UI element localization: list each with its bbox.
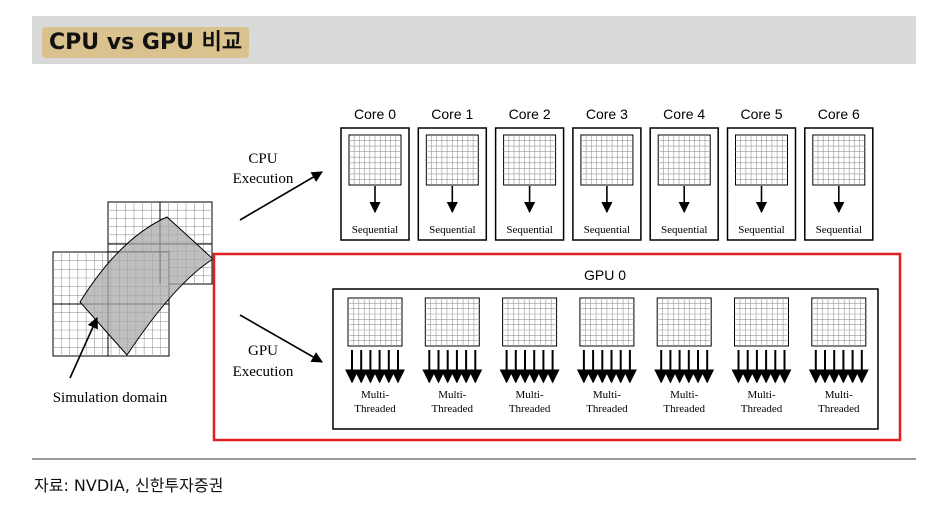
gpu-arrow xyxy=(239,314,323,363)
page-title: CPU vs GPU 비교 xyxy=(42,27,250,58)
cpu-core-4: Core 4 Sequential xyxy=(649,106,719,241)
unit-mode-line-2: Threaded xyxy=(663,403,705,415)
core-mode: Sequential xyxy=(816,224,862,236)
gpu-unit-0: Multi- Threaded xyxy=(345,297,405,415)
core-label: Core 0 xyxy=(354,106,396,122)
core-mode: Sequential xyxy=(661,224,707,236)
simulation-domain: Simulation domain xyxy=(52,201,214,406)
unit-mode-line-2: Threaded xyxy=(741,403,783,415)
cpu-core-3: Core 3 Sequential xyxy=(572,106,642,241)
gpu-unit-1: Multi- Threaded xyxy=(422,297,483,415)
core-label: Core 5 xyxy=(740,106,782,122)
core-mode: Sequential xyxy=(352,224,398,236)
unit-mode-line-1: Multi- xyxy=(516,389,544,401)
core-label: Core 4 xyxy=(663,106,705,122)
gpu-grid xyxy=(579,297,635,347)
domain-label: Simulation domain xyxy=(53,390,168,406)
core-grid xyxy=(657,134,711,186)
unit-mode-line-1: Multi- xyxy=(747,389,775,401)
core-grid xyxy=(812,134,866,186)
unit-mode-line-1: Multi- xyxy=(593,389,621,401)
cpu-core-5: Core 5 Sequential xyxy=(726,106,797,241)
core-mode: Sequential xyxy=(584,224,630,236)
gpu-grid xyxy=(347,297,403,347)
gpu-unit-5: Multi- Threaded xyxy=(731,297,792,415)
core-grid xyxy=(735,134,788,186)
footer-divider xyxy=(32,458,916,460)
gpu-units: Multi- Threaded Multi- Threaded Multi- Thread… xyxy=(345,297,869,415)
core-grid xyxy=(580,134,634,186)
gpu-highlight-frame xyxy=(212,252,902,442)
core-grid xyxy=(503,134,557,186)
cpu-arrow xyxy=(239,171,323,221)
cpu-cores: Core 0 Sequential Core 1 Sequential Core 2 Se… xyxy=(340,106,874,241)
gpu-grid xyxy=(811,297,867,347)
cpu-execution-line-2: Execution xyxy=(233,171,294,187)
unit-mode-line-2: Threaded xyxy=(818,403,860,415)
core-mode: Sequential xyxy=(429,224,475,236)
core-label: Core 2 xyxy=(509,106,551,122)
cpu-execution-line-1: CPU xyxy=(248,151,277,167)
core-grid xyxy=(348,134,402,186)
cpu-core-1: Core 1 Sequential xyxy=(417,106,488,241)
unit-mode-line-2: Threaded xyxy=(586,403,628,415)
cpu-core-2: Core 2 Sequential xyxy=(494,106,565,241)
unit-mode-line-1: Multi- xyxy=(438,389,466,401)
gpu-execution-line-2: Execution xyxy=(233,364,294,380)
cpu-core-6: Core 6 Sequential xyxy=(804,106,874,241)
core-label: Core 3 xyxy=(586,106,628,122)
domain-arrow xyxy=(69,316,98,379)
gpu-unit-6: Multi- Threaded xyxy=(808,297,869,415)
gpu-grid xyxy=(734,297,789,347)
cpu-execution: CPU Execution xyxy=(233,151,323,221)
gpu-grid xyxy=(656,297,712,347)
core-mode: Sequential xyxy=(506,224,552,236)
source-note: 자료: NVDIA, 신한투자증권 xyxy=(34,476,224,495)
core-mode: Sequential xyxy=(738,224,784,236)
unit-mode-line-1: Multi- xyxy=(670,389,698,401)
gpu-execution-line-1: GPU xyxy=(248,343,278,359)
unit-mode-line-1: Multi- xyxy=(825,389,853,401)
gpu-box xyxy=(332,288,879,430)
core-label: Core 6 xyxy=(818,106,860,122)
cpu-core-0: Core 0 Sequential xyxy=(340,106,410,241)
gpu-execution: GPU Execution xyxy=(233,314,323,380)
unit-mode-line-2: Threaded xyxy=(432,403,474,415)
gpu-grid xyxy=(502,297,558,347)
gpu-unit-2: Multi- Threaded xyxy=(499,297,560,415)
unit-mode-line-2: Threaded xyxy=(509,403,551,415)
core-label: Core 1 xyxy=(431,106,473,122)
gpu-label: GPU 0 xyxy=(584,267,626,283)
gpu-unit-4: Multi- Threaded xyxy=(654,297,715,415)
core-grid xyxy=(425,134,479,186)
gpu-unit-3: Multi- Threaded xyxy=(576,297,637,415)
unit-mode-line-2: Threaded xyxy=(354,403,396,415)
unit-mode-line-1: Multi- xyxy=(361,389,389,401)
gpu-grid xyxy=(424,297,480,347)
